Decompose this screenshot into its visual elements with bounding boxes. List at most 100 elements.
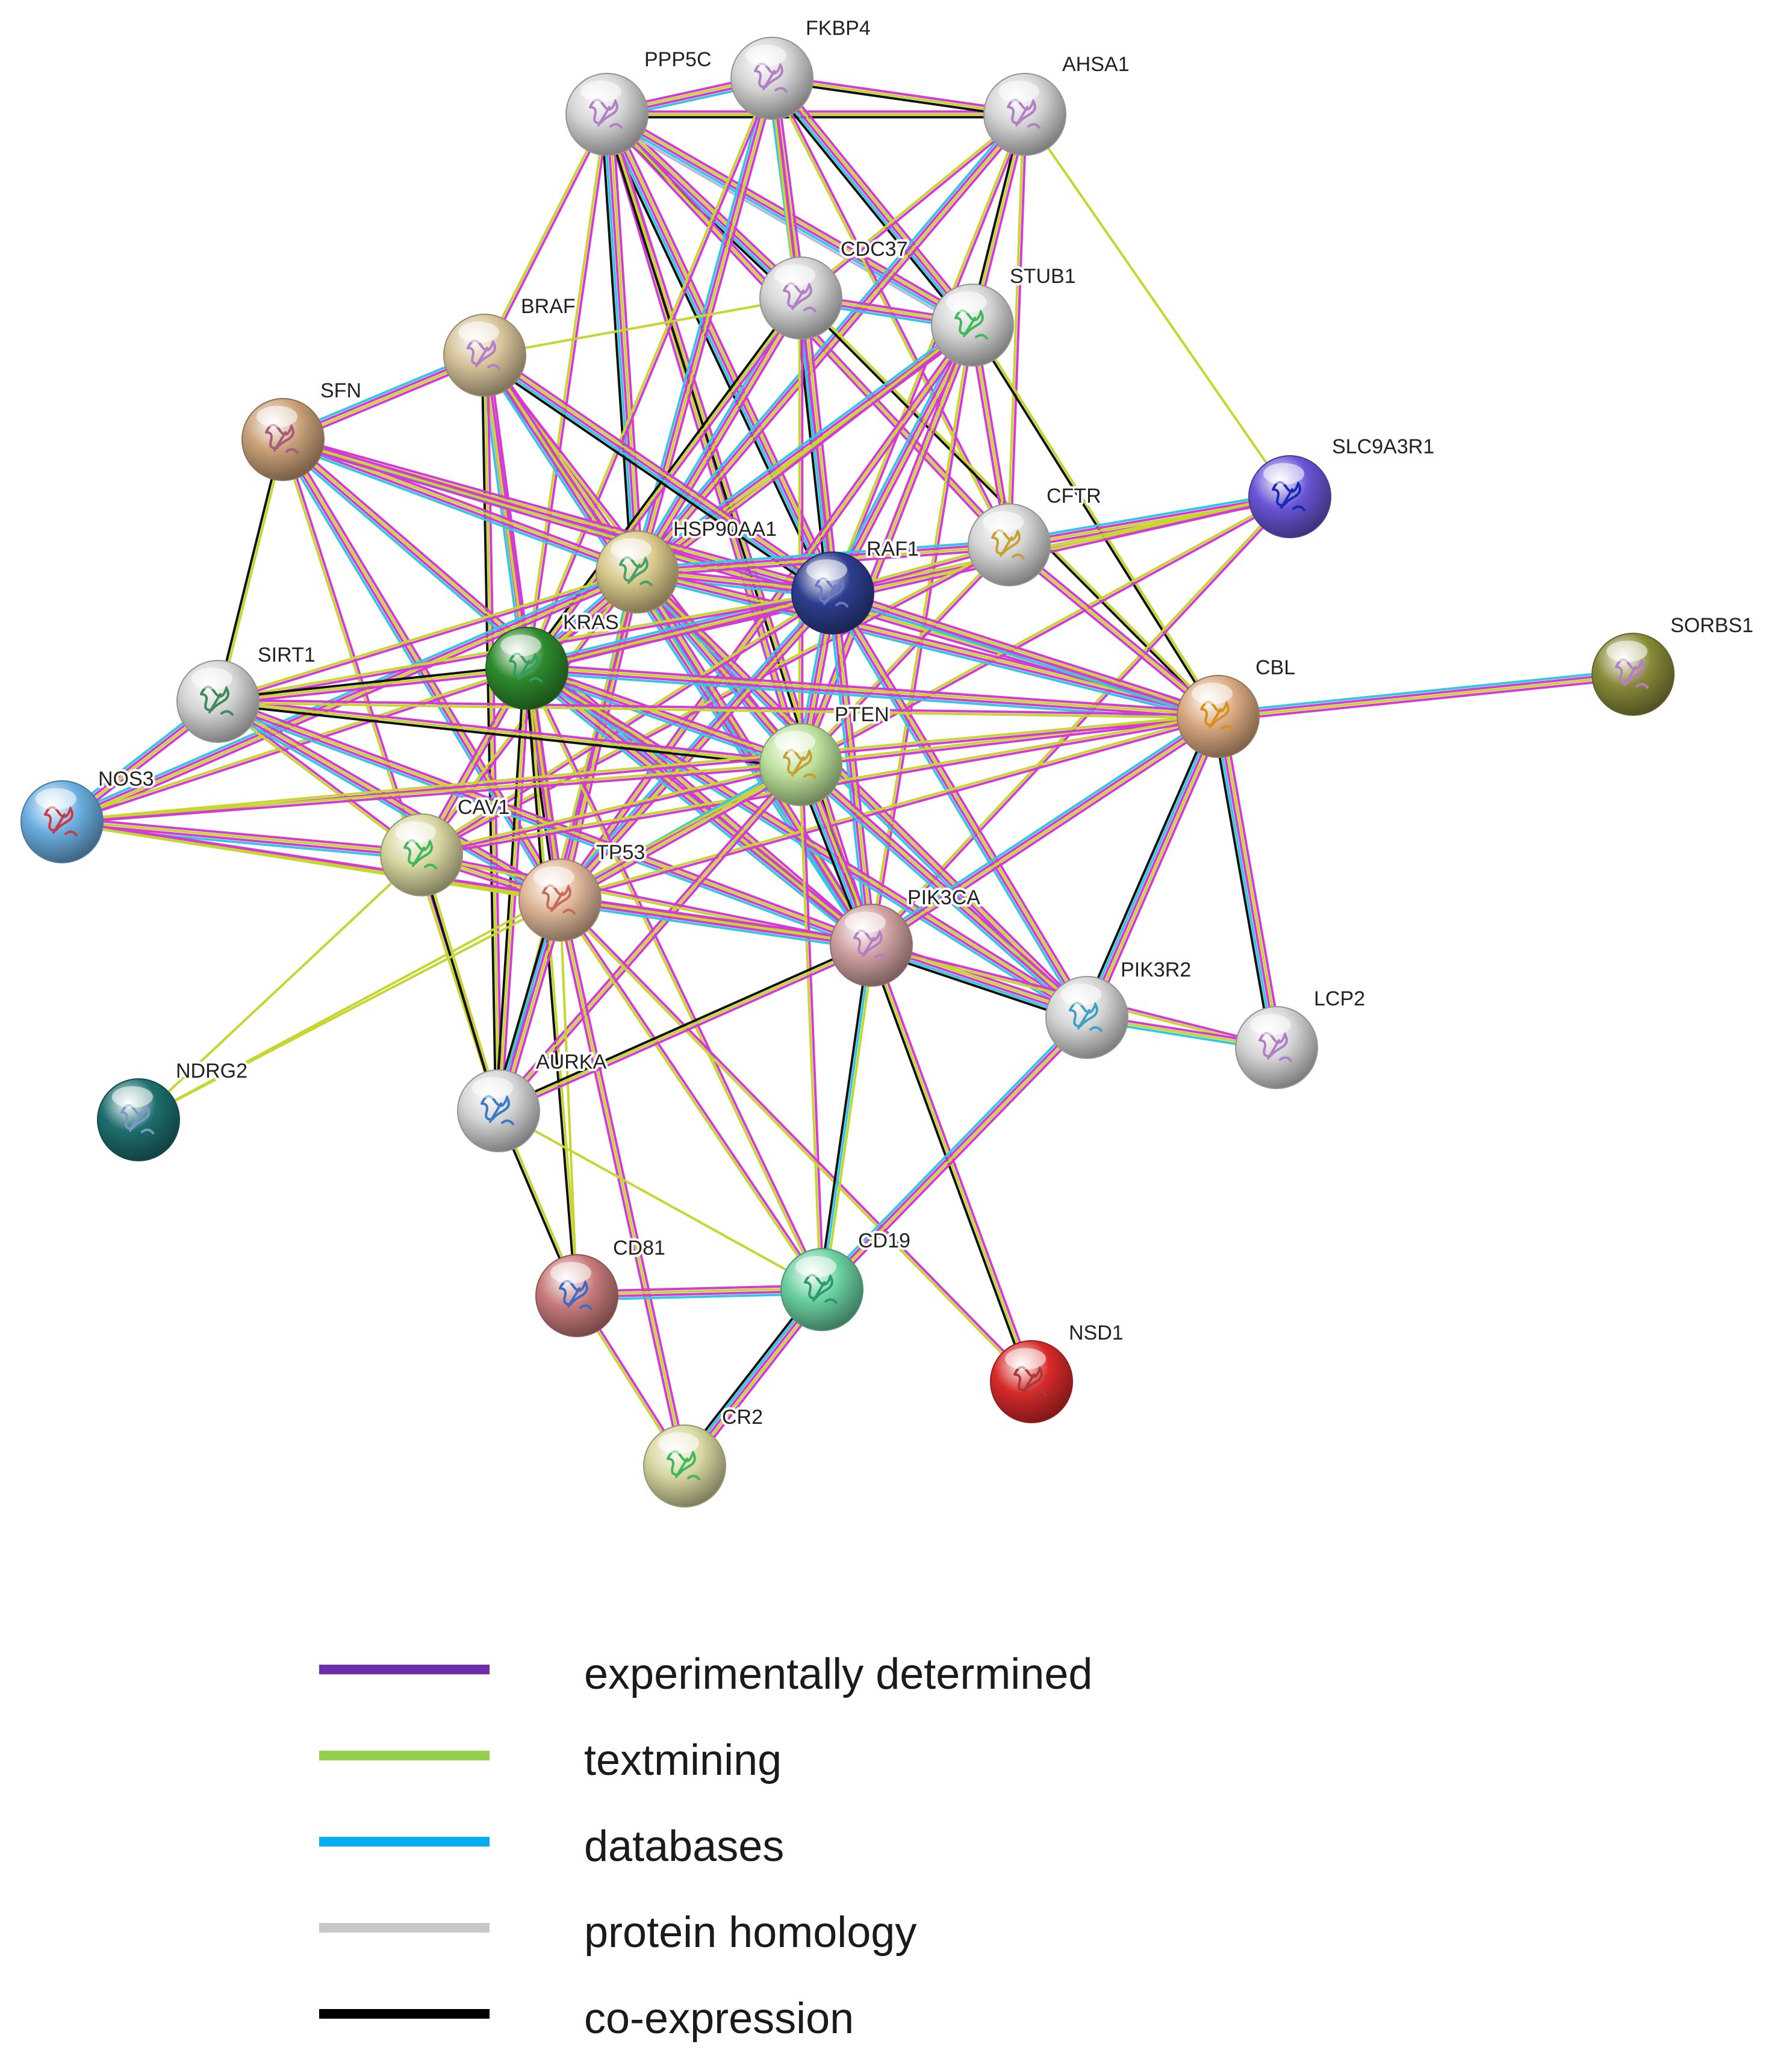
node-cbl[interactable]: CBL <box>1177 654 1298 758</box>
node-raf1[interactable]: RAF1 <box>791 535 921 635</box>
edge-evidence-line <box>635 574 1218 722</box>
edge-evidence-line <box>218 697 801 763</box>
edge-evidence-line <box>603 114 800 766</box>
edge-evidence-line <box>485 114 609 356</box>
edge-evidence-line <box>772 74 1025 113</box>
edge-evidence-line <box>798 543 1009 765</box>
edge-evidence-line <box>833 590 1219 716</box>
edge-evidence-line <box>527 325 974 671</box>
edge-evidence-line <box>527 663 803 762</box>
node-braf[interactable]: BRAF <box>443 293 578 397</box>
node-gloss <box>611 538 652 560</box>
protein-structure-icon <box>589 98 623 129</box>
edge-evidence-line <box>560 716 1219 903</box>
edge-CAV1-NDRG2 <box>137 854 423 1121</box>
node-ndrg2[interactable]: NDRG2 <box>97 1057 250 1161</box>
node-pik3r2[interactable]: PIK3R2 <box>1045 956 1193 1059</box>
node-label: STUB1 <box>1010 265 1076 288</box>
node-fkbp4[interactable]: FKBP4 <box>730 14 873 120</box>
node-stub1[interactable]: STUB1 <box>931 262 1078 367</box>
node-gloss <box>500 635 541 656</box>
node-label: PIK3R2 <box>1121 958 1191 981</box>
node-label: NOS3 <box>98 768 154 790</box>
node-cd19[interactable]: CD19 <box>780 1227 913 1331</box>
edge-evidence-line <box>561 767 804 905</box>
edge-evidence-line <box>1009 114 1028 545</box>
edge-evidence-line <box>524 668 577 1296</box>
legend-swatch-line <box>319 1751 490 1760</box>
edge-evidence-line <box>830 593 1087 1019</box>
node-label: CDC37 <box>841 238 907 261</box>
edge-evidence-line <box>558 900 822 1291</box>
edge-evidence-line <box>970 325 1218 718</box>
node-sfn[interactable]: SFN <box>241 377 364 481</box>
node-nsd1[interactable]: NSD1 <box>990 1319 1126 1423</box>
edge-CDC37-BRAF <box>484 297 801 356</box>
edge-PIK3CA-CD19 <box>818 945 876 1290</box>
node-label: PPP5C <box>644 48 712 71</box>
edge-evidence-line <box>799 765 1087 1020</box>
node-pten[interactable]: PTEN <box>759 701 892 806</box>
node-ppp5c[interactable]: PPP5C <box>565 46 714 156</box>
edge-FKBP4-AHSA1 <box>771 74 1025 119</box>
edge-evidence-line <box>560 765 803 902</box>
edge-evidence-line <box>606 114 834 594</box>
node-sirt1[interactable]: SIRT1 <box>176 641 318 743</box>
node-label: KRAS <box>563 611 619 634</box>
node-cr2[interactable]: CR2 <box>643 1403 765 1508</box>
edge-evidence-line <box>560 898 1034 1382</box>
node-label: FKBP4 <box>806 17 871 40</box>
edge-evidence-line <box>830 324 972 593</box>
edge-evidence-line <box>558 900 1031 1384</box>
edge-PTEN-PIK3R2 <box>797 760 1090 1022</box>
node-slc9a3r1[interactable]: SLC9A3R1 <box>1248 433 1437 538</box>
node-cav1[interactable]: CAV1 <box>380 794 512 896</box>
edge-evidence-line <box>1083 715 1217 1017</box>
edge-evidence-line <box>820 1016 1087 1290</box>
edge-evidence-line <box>281 442 636 577</box>
edge-evidence-line <box>482 113 607 355</box>
node-label: CAV1 <box>458 796 509 819</box>
protein-structure-icon <box>667 1450 700 1480</box>
node-ahsa1[interactable]: AHSA1 <box>983 51 1132 156</box>
node-cd81[interactable]: CD81 <box>535 1234 668 1337</box>
edge-evidence-line <box>637 570 1089 1017</box>
edge-evidence-line <box>803 760 1090 1016</box>
edge-evidence-line <box>62 819 422 855</box>
edge-evidence-line <box>559 900 871 948</box>
node-cdc37[interactable]: CDC37 <box>759 235 910 340</box>
edge-HSP90AA1-SIRT1 <box>217 569 638 704</box>
legend-swatch-line <box>319 1837 490 1846</box>
edge-evidence-line <box>218 439 286 703</box>
edge-evidence-line <box>215 438 283 701</box>
node-kras[interactable]: KRAS <box>485 609 621 710</box>
edge-evidence-line <box>526 668 1218 719</box>
edge-evidence-line <box>527 667 824 1290</box>
node-cftr[interactable]: CFTR <box>968 482 1104 586</box>
node-sorbs1[interactable]: SORBS1 <box>1591 612 1756 716</box>
edge-evidence-line <box>821 945 873 1290</box>
edge-evidence-line <box>138 899 561 1121</box>
edge-evidence-line <box>527 663 1219 714</box>
edge-evidence-line <box>822 1017 1089 1291</box>
edge-evidence-line <box>527 666 1089 1017</box>
node-tp53[interactable]: TP53 <box>518 839 647 942</box>
protein-structure-icon <box>481 1095 514 1125</box>
edge-PPP5C-KRAS <box>524 114 610 669</box>
edge-evidence-line <box>799 112 1025 298</box>
node-label: CD81 <box>613 1237 665 1259</box>
node-lcp2[interactable]: LCP2 <box>1235 985 1367 1089</box>
edge-evidence-line <box>217 667 527 703</box>
edge-evidence-line <box>218 572 638 704</box>
node-pik3ca[interactable]: PIK3CA <box>830 884 983 987</box>
edge-CBL-PIK3CA <box>868 712 1221 950</box>
node-nos3[interactable]: NOS3 <box>20 765 157 863</box>
edge-TP53-CD81 <box>559 899 578 1296</box>
node-aurka[interactable]: AURKA <box>457 1048 609 1152</box>
edge-evidence-line <box>1006 114 1025 545</box>
node-gloss <box>658 1432 699 1454</box>
edge-evidence-line <box>797 766 1085 1022</box>
edge-CBL-LCP2 <box>1211 715 1284 1049</box>
node-hsp90aa1[interactable]: HSP90AA1 <box>596 515 779 613</box>
edge-evidence-line <box>608 111 804 297</box>
